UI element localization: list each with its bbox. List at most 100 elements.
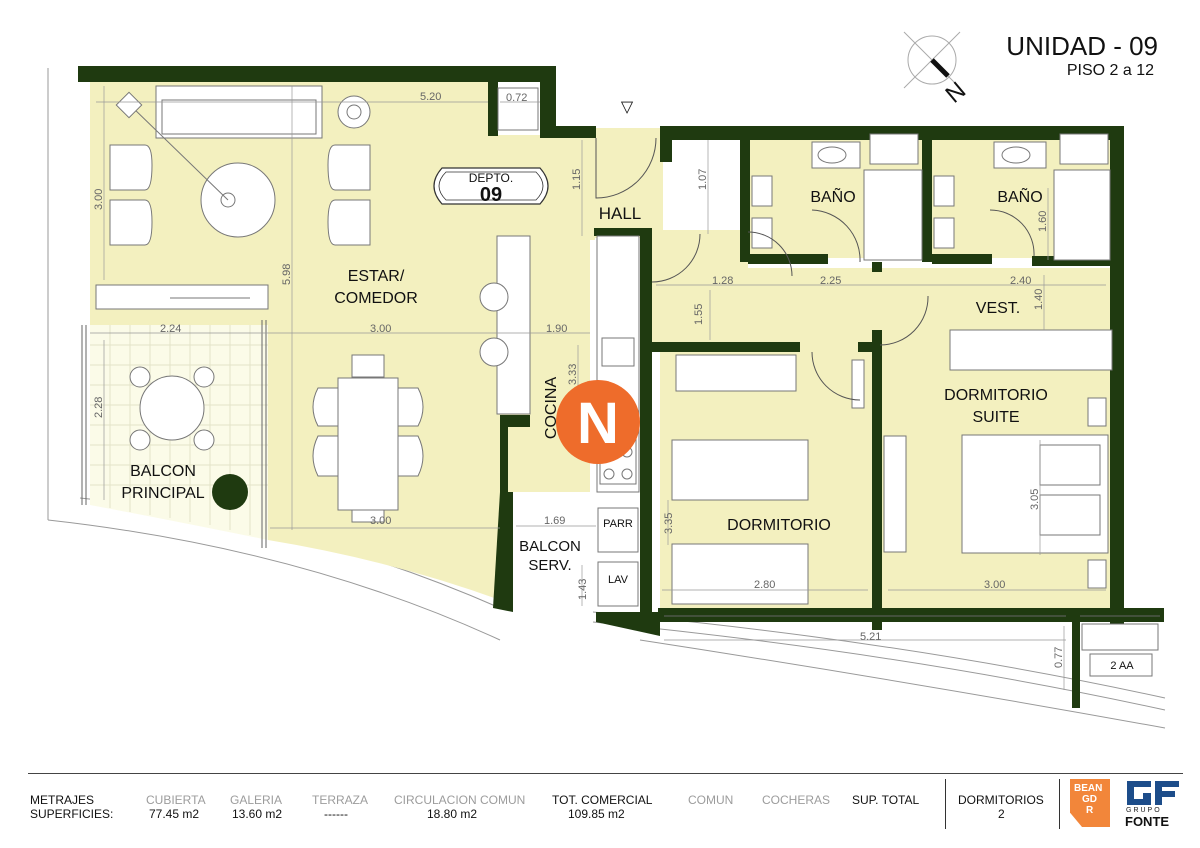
- room-label-balcon-serv-1: BALCON: [519, 538, 581, 555]
- dim-label: 1.15: [571, 169, 583, 190]
- bean-text-2: GD: [1082, 794, 1097, 805]
- stool: [479, 282, 509, 312]
- dining-table: [337, 377, 399, 511]
- tv-console: [95, 284, 269, 310]
- dim-label: 0.72: [506, 92, 527, 104]
- room-label-dormitorio: DORMITORIO: [727, 517, 831, 534]
- brand-logo-letter: N: [577, 391, 619, 456]
- room-label-balcon-principal-2: PRINCIPAL: [121, 485, 204, 502]
- galeria-label: GALERIA: [230, 793, 283, 807]
- superficies-label: SUPERFICIES:: [30, 807, 114, 821]
- coffee-table: [200, 162, 276, 238]
- circulacion-value: 18.80 m2: [427, 807, 478, 821]
- bean-text-3: R: [1086, 805, 1094, 816]
- room-label-estar: ESTAR/: [348, 268, 405, 285]
- dim-label: 1.07: [697, 169, 709, 190]
- cubierta-value: 77.45 m2: [149, 807, 200, 821]
- dim-label: 1.60: [1037, 211, 1049, 232]
- furniture: [95, 85, 1159, 677]
- bed-bedroom-1: [671, 439, 809, 501]
- dim-label: 5.98: [281, 264, 293, 285]
- room-label-parr: PARR: [603, 518, 633, 530]
- grupo-fonte-logo-mark: [1127, 781, 1179, 805]
- windows: [81, 320, 1160, 617]
- armchair: [109, 144, 153, 191]
- dim-label: 3.00: [370, 515, 391, 527]
- room-label-vest: VEST.: [976, 300, 1020, 317]
- hall-fill: [595, 128, 663, 238]
- depto-label: DEPTO.: [469, 171, 513, 185]
- footer-divider: [1059, 779, 1060, 829]
- dim-label: 1.43: [577, 579, 589, 600]
- room-label-suite-1: DORMITORIO: [944, 387, 1048, 404]
- dim-label: 2.25: [820, 275, 841, 287]
- brand-logo-circle: [556, 380, 640, 464]
- bean-text-1: BEAN: [1074, 783, 1103, 794]
- dim-label: 1.90: [546, 323, 567, 335]
- room-label-hall: HALL: [599, 204, 642, 223]
- dim-label: 2.80: [754, 579, 775, 591]
- dim-label: 3.33: [567, 364, 579, 385]
- cubierta-label: CUBIERTA: [146, 793, 206, 807]
- dining-chair: [312, 435, 339, 477]
- room-label-aa: 2 AA: [1110, 660, 1134, 672]
- tot-comercial-label: TOT. COMERCIAL: [552, 793, 653, 807]
- walls: [78, 66, 1164, 708]
- room-label-lav: LAV: [608, 574, 629, 586]
- armchair: [327, 199, 371, 246]
- aa-box: [1081, 623, 1159, 651]
- dining-chair: [397, 387, 424, 427]
- fonte-text: FONTE: [1125, 814, 1170, 829]
- galeria-value: 13.60 m2: [232, 807, 283, 821]
- dim-label: 3.00: [984, 579, 1005, 591]
- dim-label: 1.55: [693, 304, 705, 325]
- footer-rule: [28, 773, 1183, 774]
- balcony-table: [139, 375, 205, 441]
- laundry: [597, 561, 639, 607]
- bidet: [751, 217, 773, 249]
- armchair: [327, 144, 371, 191]
- shower-2: [1053, 169, 1111, 261]
- grill: [597, 507, 639, 553]
- floor-label: PISO 2 a 12: [1067, 62, 1154, 79]
- unit-title: UNIDAD - 09: [1006, 31, 1158, 61]
- circulacion-label: CIRCULACION COMUN: [394, 793, 526, 807]
- dim-label: 5.20: [420, 91, 441, 103]
- toilet: [933, 175, 955, 207]
- armchair: [109, 199, 153, 246]
- shower-1: [863, 169, 923, 261]
- dim-label: 3.00: [93, 189, 105, 210]
- dim-label: 2.40: [1010, 275, 1031, 287]
- dim-label: 3.35: [663, 513, 675, 534]
- room-label-balcon-serv-2: SERV.: [528, 557, 571, 574]
- dim-label: 3.00: [370, 323, 391, 335]
- dining-chair: [397, 435, 424, 477]
- wardrobe: [497, 87, 539, 131]
- dim-label: 3.05: [1029, 489, 1041, 510]
- dim-label: 2.28: [93, 397, 105, 418]
- floor-plan: N UNIDAD - 09 PISO 2 a 12 DEPTO. 09 N ▽ …: [47, 31, 1166, 729]
- surface-legend: METRAJES SUPERFICIES: CUBIERTA 77.45 m2 …: [28, 773, 1183, 833]
- dim-label: 1.40: [1033, 289, 1045, 310]
- cocheras-label: COCHERAS: [762, 793, 831, 807]
- unit-badge: [433, 167, 549, 205]
- room-label-bano-2: BAÑO: [997, 186, 1042, 206]
- comun-label: COMUN: [688, 793, 734, 807]
- dim-label: 2.24: [160, 323, 181, 335]
- dim-label: 1.69: [544, 515, 565, 527]
- bean-logo: BEAN GD R: [1070, 779, 1110, 827]
- dim-label: 5.21: [860, 631, 881, 643]
- grupo-text: GRUPO: [1126, 807, 1162, 814]
- dining-chair: [312, 387, 339, 427]
- closet-bedroom: [675, 354, 797, 392]
- bed-bedroom-2: [671, 543, 809, 605]
- room-label-cocina: COCINA: [543, 377, 560, 440]
- tot-comercial-value: 109.85 m2: [568, 807, 625, 821]
- bidet: [933, 217, 955, 249]
- dim-label: 0.77: [1053, 647, 1065, 668]
- metrajes-label: METRAJES: [30, 793, 95, 807]
- toilet: [751, 175, 773, 207]
- closet-suite: [949, 329, 1113, 371]
- terraza-label: TERRAZA: [312, 793, 369, 807]
- footer-divider: [945, 779, 946, 829]
